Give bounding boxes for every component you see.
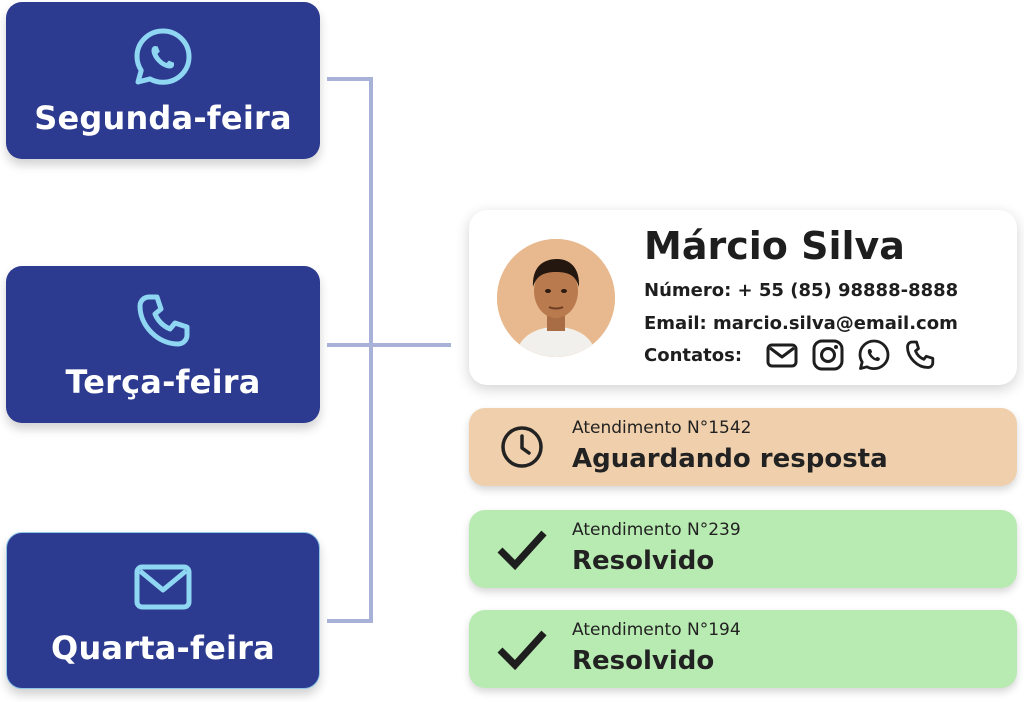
contact-name: Márcio Silva [644, 224, 905, 268]
instagram-icon[interactable] [811, 338, 845, 372]
ticket-card[interactable]: Atendimento N°239 Resolvido [469, 510, 1017, 588]
channel-card-wednesday[interactable]: Quarta-feira [6, 532, 320, 689]
channel-day-label: Segunda-feira [34, 98, 292, 137]
channel-card-monday[interactable]: Segunda-feira [6, 2, 320, 159]
avatar [497, 239, 615, 357]
connector-top [327, 77, 373, 81]
connector-middle [327, 343, 451, 347]
phone-icon[interactable] [903, 338, 937, 372]
contacts-label: Contatos: [644, 345, 743, 366]
check-icon [497, 530, 547, 571]
connector-bottom [327, 619, 373, 623]
ticket-status: Aguardando resposta [572, 444, 888, 474]
contact-phone: Número: + 55 (85) 98888-8888 [644, 280, 959, 301]
check-icon [497, 630, 547, 671]
ticket-number: Atendimento N°194 [572, 620, 741, 640]
ticket-status: Resolvido [572, 546, 715, 576]
channel-day-label: Terça-feira [65, 362, 261, 401]
ticket-status: Resolvido [572, 646, 715, 676]
channel-day-label: Quarta-feira [51, 628, 275, 667]
ticket-card[interactable]: Atendimento N°194 Resolvido [469, 610, 1017, 688]
mail-icon [134, 564, 192, 609]
ticket-number: Atendimento N°1542 [572, 418, 752, 438]
ticket-card[interactable]: Atendimento N°1542 Aguardando resposta [469, 408, 1017, 486]
clock-icon [501, 426, 543, 468]
contact-icons [765, 338, 937, 372]
contact-profile-card: Márcio Silva Número: + 55 (85) 98888-888… [469, 210, 1017, 385]
ticket-number: Atendimento N°239 [572, 520, 741, 540]
contact-email: Email: marcio.silva@email.com [644, 313, 958, 334]
whatsapp-icon[interactable] [857, 338, 891, 372]
mail-icon[interactable] [765, 338, 799, 372]
connector-vertical [369, 77, 373, 623]
phone-icon [137, 294, 190, 346]
whatsapp-icon [134, 28, 192, 85]
channel-card-tuesday[interactable]: Terça-feira [6, 266, 320, 423]
